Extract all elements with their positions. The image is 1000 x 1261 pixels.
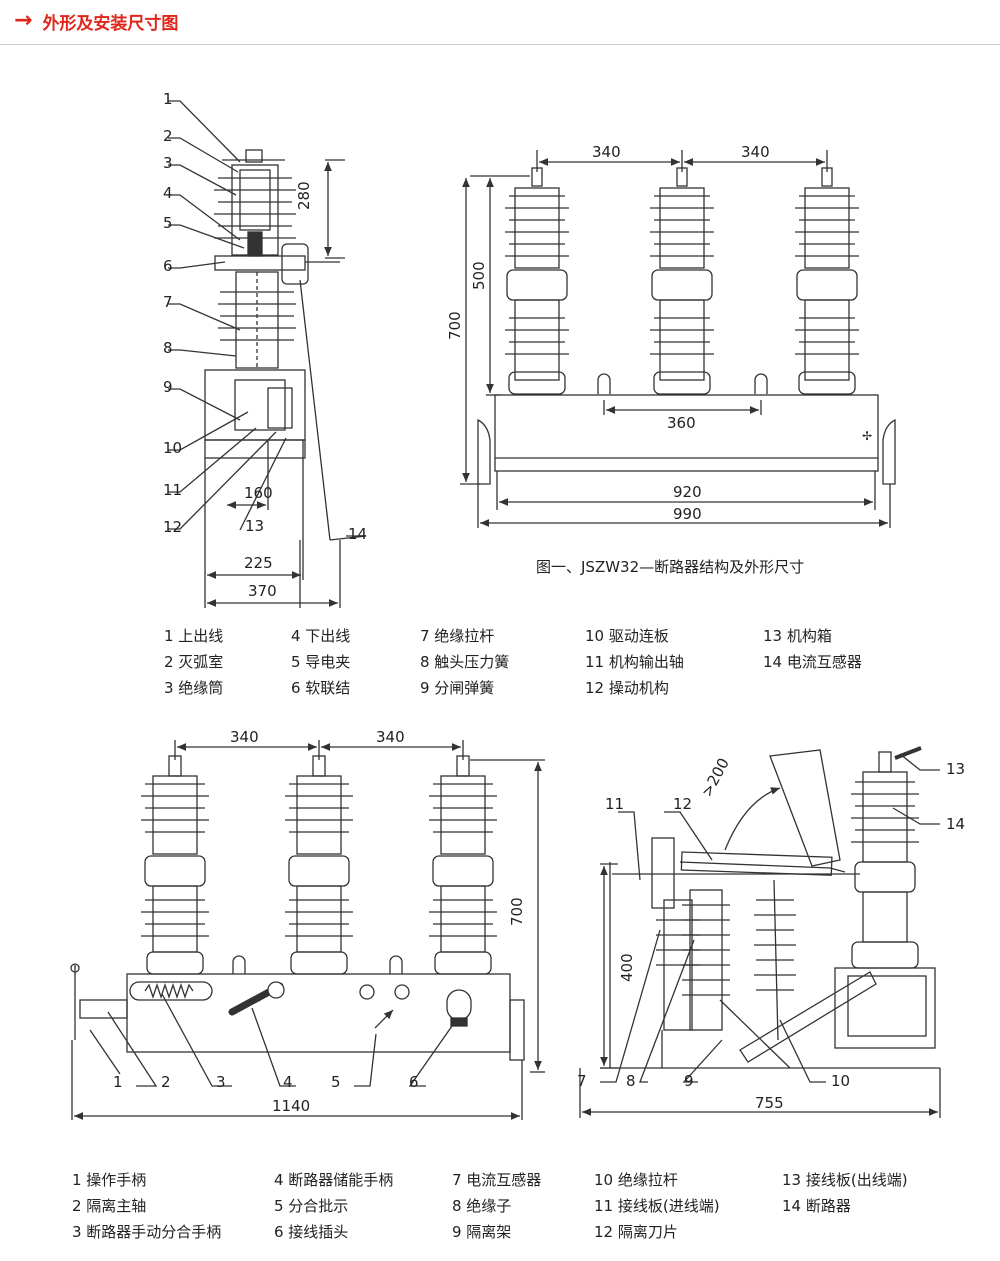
fig1-callout: 6	[163, 257, 173, 275]
fig1-callout: 14	[348, 525, 367, 543]
svg-text:✢: ✢	[862, 429, 872, 443]
fig2-callout: 8	[626, 1072, 636, 1090]
fig1-callout: 2	[163, 127, 173, 145]
legend-item: 5 导电夹	[291, 653, 351, 671]
legend-item: 10 绝缘拉杆	[594, 1171, 678, 1189]
fig2-dim-755: 755	[755, 1094, 784, 1112]
section-header: → 外形及安装尺寸图	[14, 8, 178, 34]
legend-item: 14 电流互感器	[763, 653, 862, 671]
fig1-callout: 9	[163, 378, 173, 396]
legend-item: 8 触头压力簧	[420, 653, 510, 671]
fig1-side-labels: 1 2 3 4 5 6 7 8 9 10 11 12 13 14 280 160…	[163, 90, 367, 600]
fig2-callout: 4	[283, 1073, 293, 1091]
legend-item: 4 下出线	[291, 627, 351, 645]
fig2-callout: 1	[113, 1073, 123, 1091]
fig1-front-labels: 340 340 360 920 990 500 700	[446, 143, 770, 523]
fig1-callout: 10	[163, 439, 182, 457]
fig2-front-view	[70, 740, 545, 1120]
section-title: 外形及安装尺寸图	[42, 13, 179, 34]
fig2-callout: 13	[946, 760, 965, 778]
fig2-callout: 7	[577, 1072, 587, 1090]
legend-item: 11 接线板(进线端)	[594, 1197, 720, 1215]
legend-item: 13 机构箱	[763, 627, 832, 645]
fig1-callout: 8	[163, 339, 173, 357]
fig2-callout: 3	[216, 1073, 226, 1091]
header-divider	[0, 44, 1000, 45]
fig1-callout: 12	[163, 518, 182, 536]
pole	[650, 167, 714, 395]
fig2-callout: 11	[605, 795, 624, 813]
legend-item: 1 操作手柄	[72, 1171, 147, 1189]
fig2-dim-400: 400	[618, 953, 636, 982]
legend-item: 9 隔离架	[452, 1223, 512, 1241]
legend-item: 7 绝缘拉杆	[420, 627, 495, 645]
legend-item: 2 隔离主轴	[72, 1197, 147, 1215]
fig2-dim-340a: 340	[230, 728, 259, 746]
fig1-dim-990: 990	[673, 505, 702, 523]
fig2-side-view	[579, 746, 941, 1118]
fig2-dim-1140: 1140	[272, 1097, 310, 1115]
figure1-caption: 图一、JSZW32—断路器结构及外形尺寸	[536, 558, 805, 576]
fig1-callout: 13	[245, 517, 264, 535]
fig1-dim-700: 700	[446, 311, 464, 340]
fig2-dim-340b: 340	[376, 728, 405, 746]
legend-item: 6 接线插头	[274, 1223, 349, 1241]
fig2-callout: 12	[673, 795, 692, 813]
legend-item: 8 绝缘子	[452, 1197, 512, 1215]
fig1-dim-370: 370	[248, 582, 277, 600]
legend-item: 10 驱动连板	[585, 627, 669, 645]
fig2-callout: 6	[409, 1073, 419, 1091]
fig1-dim-360: 360	[667, 414, 696, 432]
legend-item: 4 断路器储能手柄	[274, 1171, 394, 1189]
fig1-dim-225: 225	[244, 554, 273, 572]
pole	[795, 167, 859, 395]
fig2-callout: 2	[161, 1073, 171, 1091]
pole	[285, 755, 353, 975]
pole	[141, 755, 209, 975]
legend-item: 14 断路器	[782, 1197, 851, 1215]
fig1-callout: 11	[163, 481, 182, 499]
legend-item: 9 分闸弹簧	[420, 679, 495, 697]
legend-item: 2 灭弧室	[164, 653, 224, 671]
fig1-callout: 7	[163, 293, 173, 311]
pole	[429, 755, 497, 975]
arrow-icon: →	[14, 8, 33, 33]
fig1-dim-top: 280	[295, 181, 313, 210]
fig2-callout: 9	[684, 1072, 694, 1090]
fig1-dim-340a: 340	[592, 143, 621, 161]
legend-item: 1 上出线	[164, 627, 224, 645]
fig1-callout: 3	[163, 154, 173, 172]
fig1-side-view	[168, 100, 367, 608]
fig1-dim-500: 500	[470, 261, 488, 290]
fig1-dim-340b: 340	[741, 143, 770, 161]
legend-item: 3 绝缘筒	[164, 679, 224, 697]
fig1-callout: 1	[163, 90, 173, 108]
fig1-dim-160: 160	[244, 484, 273, 502]
legend-item: 6 软联结	[291, 679, 351, 697]
legend-item: 12 操动机构	[585, 679, 669, 697]
fig1-front-view: ✢	[460, 150, 896, 528]
fig1-callout: 4	[163, 184, 173, 202]
fig2-front-labels: 340 340 700 1140 1 2 3 4 5 6	[113, 728, 526, 1115]
fig2-dim-200: >200	[698, 755, 733, 800]
fig1-dim-920: 920	[673, 483, 702, 501]
legend-item: 13 接线板(出线端)	[782, 1171, 908, 1189]
legend-item: 5 分合批示	[274, 1197, 349, 1215]
legend-item: 3 断路器手动分合手柄	[72, 1223, 222, 1241]
fig2-callout: 10	[831, 1072, 850, 1090]
legend-item: 7 电流互感器	[452, 1171, 542, 1189]
pole	[505, 167, 569, 395]
fig2-dim-700: 700	[508, 897, 526, 926]
fig2-callout: 5	[331, 1073, 341, 1091]
legend-item: 11 机构输出轴	[585, 653, 684, 671]
fig2-callout: 14	[946, 815, 965, 833]
legend-item: 12 隔离刀片	[594, 1223, 678, 1241]
fig1-callout: 5	[163, 214, 173, 232]
